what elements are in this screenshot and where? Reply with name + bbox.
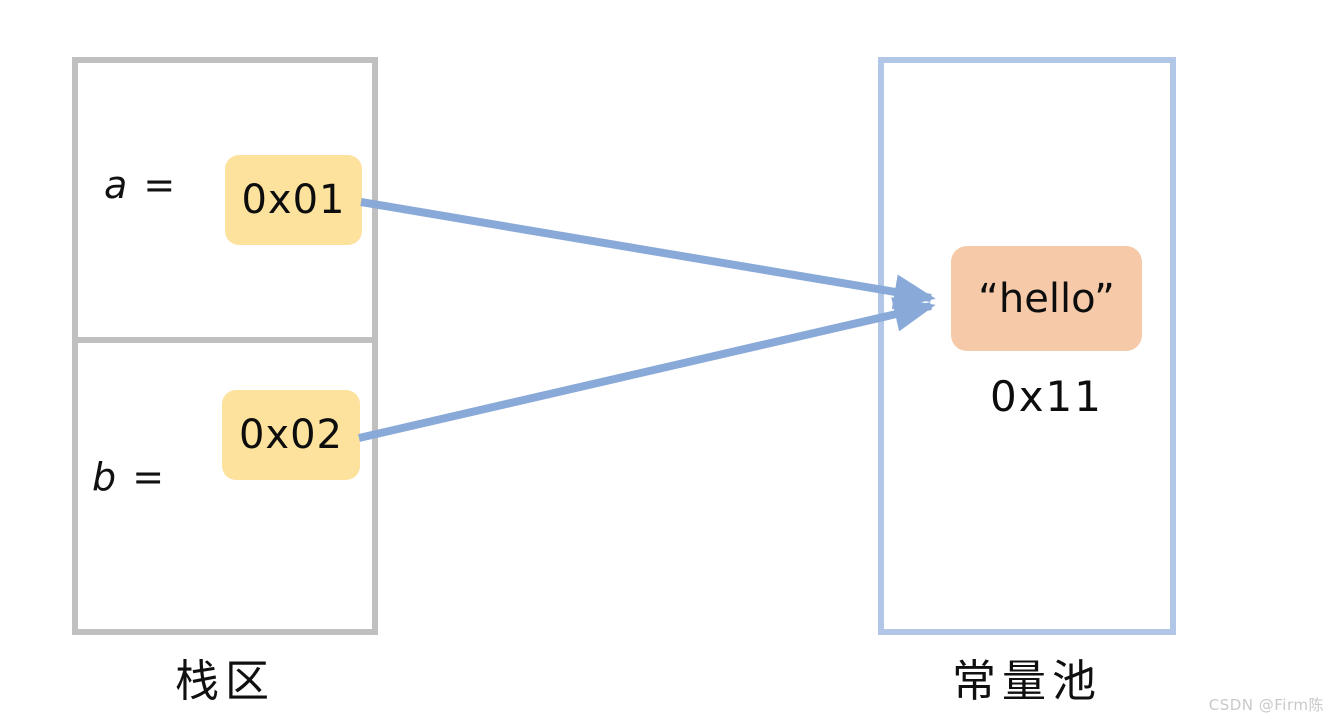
address-chip-b: 0x02: [222, 390, 360, 480]
constant-pool-region-caption: 常量池: [952, 656, 1102, 707]
arrow-b-to-hello: [358, 297, 936, 442]
stack-region-box: [72, 57, 378, 635]
variable-label-b: b =: [92, 455, 167, 499]
arrow-a-to-hello: [360, 198, 936, 310]
address-chip-a: 0x01: [225, 155, 362, 245]
variable-label-a: a =: [104, 163, 178, 207]
stack-slot-b: b =: [78, 343, 372, 629]
string-literal-chip: “hello”: [951, 246, 1142, 351]
pool-address-label: 0x11: [989, 372, 1104, 421]
csdn-watermark: CSDN @Firm陈: [1208, 696, 1324, 714]
stack-slot-a: a =: [78, 63, 372, 337]
stack-slot-divider: [72, 337, 378, 343]
stack-region-caption: 栈区: [175, 656, 275, 707]
